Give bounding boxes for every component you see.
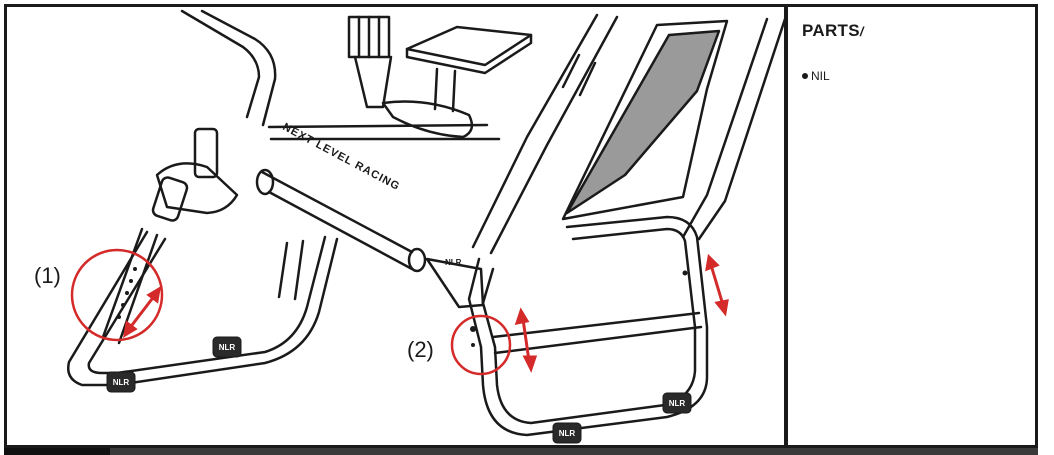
parts-list-item: NIL	[802, 69, 830, 83]
logo-badge-text: NLR	[113, 378, 130, 387]
panel-divider	[784, 7, 788, 445]
callout-label-1: (1)	[34, 263, 61, 288]
parts-item-label: NIL	[811, 69, 830, 83]
callout-circle-2	[450, 314, 512, 376]
parts-title-mark: /	[859, 24, 864, 39]
assembly-illustration: NLR NLR NLR NLR NLR NEXT LEVEL RACING	[7, 7, 784, 445]
parts-panel: PARTS/ NIL	[788, 7, 1035, 445]
callout-circle-1	[70, 248, 164, 342]
logo-badge-text: NLR	[559, 429, 576, 438]
bottom-bar-accent	[4, 448, 110, 455]
logo-badge-text: NLR	[219, 343, 236, 352]
bottom-bar	[4, 448, 1038, 455]
bracket-logo-text: NLR	[445, 258, 462, 267]
page-frame: NLR NLR NLR NLR NLR NEXT LEVEL RACING	[4, 4, 1038, 448]
frame-brand-text: NEXT LEVEL RACING	[281, 121, 402, 193]
cockpit-line-drawing: NLR NLR NLR NLR NLR NEXT LEVEL RACING	[67, 9, 784, 444]
logo-badge-text: NLR	[669, 399, 686, 408]
bullet-icon	[802, 73, 808, 79]
callout-label-2: (2)	[407, 337, 434, 362]
parts-title: PARTS/	[802, 21, 864, 40]
